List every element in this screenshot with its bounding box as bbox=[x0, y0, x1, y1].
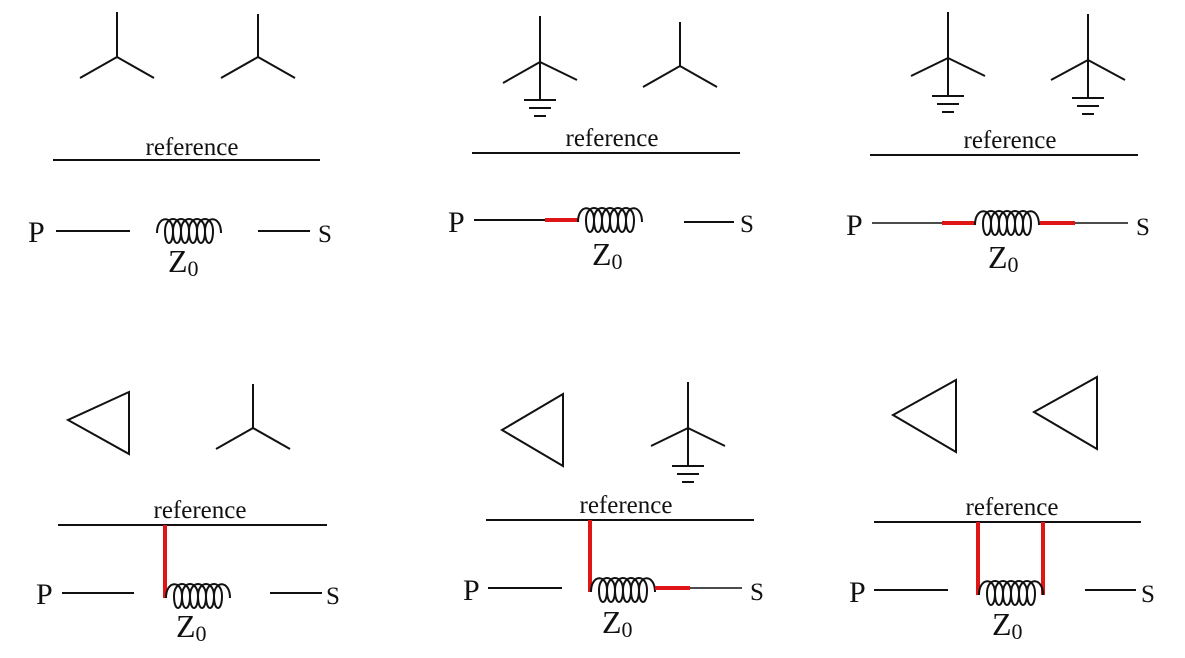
impedance-coil-icon bbox=[156, 218, 222, 244]
panel-a: reference P S Z0 bbox=[28, 12, 332, 281]
primary-terminal-label: P bbox=[846, 209, 863, 242]
panel-e: reference P S Z0 bbox=[463, 382, 764, 642]
wye-icon bbox=[79, 12, 155, 79]
impedance-label: Z0 bbox=[168, 243, 199, 281]
wye-icon bbox=[215, 384, 291, 450]
secondary-terminal-label: S bbox=[1136, 214, 1150, 241]
impedance-coil-icon bbox=[577, 207, 643, 233]
impedance-label: Z0 bbox=[992, 606, 1023, 644]
delta-icon bbox=[65, 390, 130, 456]
panel-c: reference P S Z0 bbox=[846, 12, 1150, 277]
primary-terminal-label: P bbox=[448, 206, 465, 239]
primary-terminal-label: P bbox=[463, 574, 480, 607]
impedance-coil-icon bbox=[974, 210, 1040, 236]
secondary-terminal-label: S bbox=[750, 579, 764, 606]
reference-label: reference bbox=[566, 125, 659, 152]
impedance-label: Z0 bbox=[176, 608, 207, 646]
impedance-coil-icon bbox=[590, 577, 656, 603]
secondary-terminal-label: S bbox=[740, 211, 754, 238]
panel-f: reference P S Z0 bbox=[849, 375, 1155, 644]
wye-icon bbox=[220, 14, 296, 79]
delta-icon bbox=[500, 392, 564, 468]
reference-label: reference bbox=[580, 492, 673, 519]
wye-icon bbox=[642, 22, 718, 88]
panel-d: reference P S Z0 bbox=[36, 384, 340, 646]
secondary-terminal-label: S bbox=[318, 221, 332, 248]
primary-terminal-label: P bbox=[849, 576, 866, 609]
reference-label: reference bbox=[966, 494, 1059, 521]
grounded-wye-icon bbox=[502, 16, 578, 117]
impedance-label: Z0 bbox=[988, 239, 1019, 277]
primary-terminal-label: P bbox=[36, 578, 53, 611]
reference-label: reference bbox=[154, 497, 247, 524]
grounded-wye-icon bbox=[1050, 14, 1126, 115]
impedance-coil-icon bbox=[978, 580, 1044, 606]
secondary-terminal-label: S bbox=[326, 583, 340, 610]
secondary-terminal-label: S bbox=[1141, 581, 1155, 608]
impedance-label: Z0 bbox=[602, 604, 633, 642]
delta-icon bbox=[1031, 375, 1098, 451]
impedance-coil-icon bbox=[165, 583, 231, 609]
primary-terminal-label: P bbox=[28, 216, 45, 249]
panel-b: reference P S Z0 bbox=[448, 16, 754, 274]
grounded-wye-icon bbox=[650, 382, 726, 483]
impedance-label: Z0 bbox=[592, 236, 623, 274]
delta-icon bbox=[890, 378, 957, 454]
reference-label: reference bbox=[964, 127, 1057, 154]
reference-label: reference bbox=[146, 134, 239, 161]
grounded-wye-icon bbox=[910, 12, 986, 113]
